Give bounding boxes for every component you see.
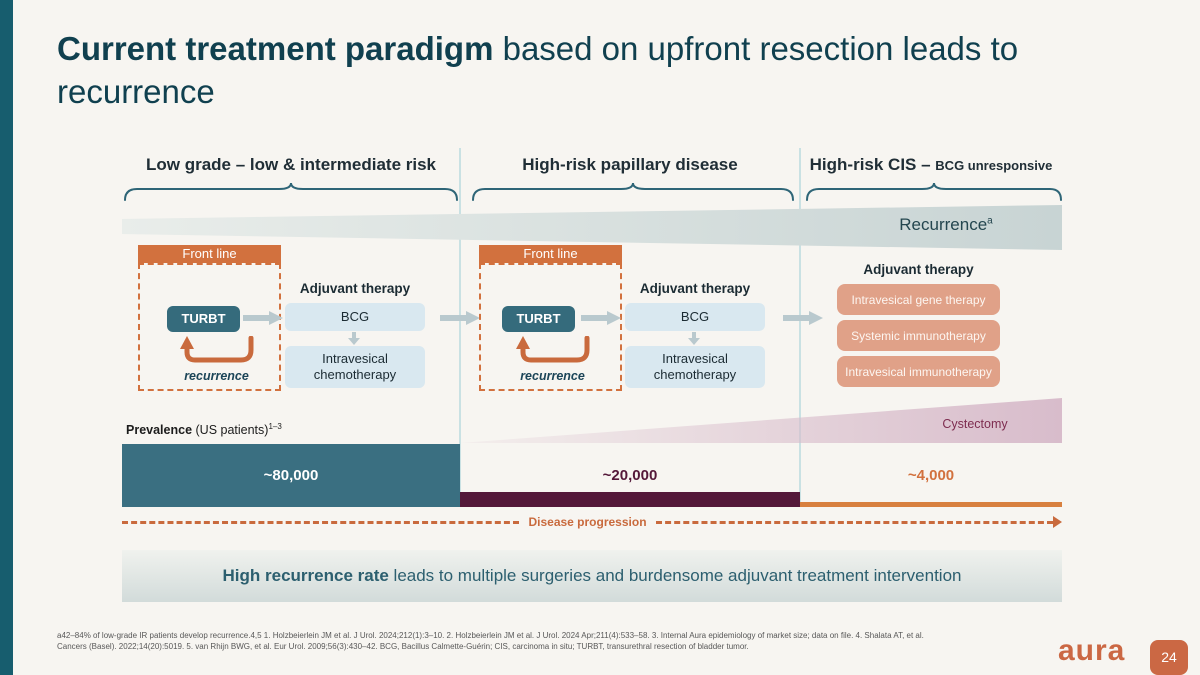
column-2-header: High-risk papillary disease xyxy=(522,155,738,174)
dashed-line-right xyxy=(655,521,1053,524)
down-arrow-icon xyxy=(688,332,700,345)
front-line-dashed-box-1 xyxy=(138,263,281,391)
prevalence-bar-2 xyxy=(460,492,800,507)
overbrace-column-1 xyxy=(124,182,458,201)
flow-arrow-icon xyxy=(783,311,823,325)
front-line-bar-2: Front line xyxy=(479,245,622,263)
cystectomy-label: Cystectomy xyxy=(942,417,1008,431)
therapy-box-systemic: Systemic immunotherapy xyxy=(837,320,1000,351)
therapy-box-immuno: Intravesical immunotherapy xyxy=(837,356,1000,387)
disease-progression-arrow: Disease progression xyxy=(122,515,1062,529)
column-3-header: High-risk CIS – BCG unresponsive xyxy=(800,155,1062,175)
slide-title-rest: based on upfront resection leads to recu… xyxy=(57,30,1019,110)
flow-arrow-icon xyxy=(243,311,283,325)
prevalence-bar-1 xyxy=(122,444,460,507)
column-3-header-sub: BCG unresponsive xyxy=(935,158,1053,173)
therapy-box-chemo-1: Intravesical chemotherapy xyxy=(285,346,425,388)
prevalence-label-sup: 1–3 xyxy=(268,422,282,431)
banner-bold: High recurrence rate xyxy=(222,566,389,585)
adjuvant-label-1: Adjuvant therapy xyxy=(299,281,411,296)
column-1-header: Low grade – low & intermediate risk xyxy=(145,155,437,174)
prevalence-value-3: ~4,000 xyxy=(907,467,955,484)
therapy-box-bcg-1: BCG xyxy=(285,303,425,331)
dashed-line-left xyxy=(122,521,520,524)
recurrence-label-1: recurrence xyxy=(184,369,249,383)
down-arrow-icon xyxy=(348,332,360,345)
footnote-line-2: Cancers (Basel). 2022;14(20):5019. 5. va… xyxy=(57,642,749,651)
page-number-badge: 24 xyxy=(1150,640,1188,675)
prevalence-label: Prevalence (US patients)1–3 xyxy=(126,422,282,437)
recurrence-band-text: Recurrence xyxy=(899,215,988,234)
adjuvant-label-3: Adjuvant therapy xyxy=(863,262,974,277)
recurrence-loop-icon-1 xyxy=(180,336,254,363)
front-line-dashed-box-2 xyxy=(479,263,622,391)
arrowhead-icon xyxy=(1053,516,1062,528)
therapy-box-chemo-2: Intravesical chemotherapy xyxy=(625,346,765,388)
prevalence-label-bold: Prevalence xyxy=(126,423,193,438)
prevalence-bar-3 xyxy=(800,502,1062,507)
turbt-box-1: TURBT xyxy=(167,306,240,332)
footnote-line-1: a42–84% of low-grade IR patients develop… xyxy=(57,631,924,640)
prevalence-value-2: ~20,000 xyxy=(602,467,658,484)
footnotes: a42–84% of low-grade IR patients develop… xyxy=(57,630,1057,652)
column-3-header-main: High-risk CIS – xyxy=(809,155,936,174)
adjuvant-label-2: Adjuvant therapy xyxy=(639,281,751,296)
recurrence-label-2: recurrence xyxy=(520,369,585,383)
turbt-box-2: TURBT xyxy=(502,306,575,332)
recurrence-loop-icon-2 xyxy=(516,336,590,363)
recurrence-band-label: Recurrencea xyxy=(830,215,1062,235)
column-divider-2 xyxy=(799,148,801,507)
flow-arrow-icon xyxy=(581,311,621,325)
slide-title-bold: Current treatment paradigm xyxy=(57,30,494,67)
cystectomy-wedge xyxy=(460,398,1062,443)
front-line-bar-1: Front line xyxy=(138,245,281,263)
therapy-box-gene: Intravesical gene therapy xyxy=(837,284,1000,315)
aura-logo: aura xyxy=(1058,634,1126,667)
recurrence-wedge xyxy=(122,205,1062,250)
column-divider-1 xyxy=(459,148,461,507)
flow-arrow-icon xyxy=(440,311,480,325)
recurrence-band-sup: a xyxy=(987,215,993,227)
overbrace-column-2 xyxy=(472,182,794,201)
disease-progression-label: Disease progression xyxy=(528,515,647,529)
overbrace-column-3 xyxy=(806,182,1062,201)
key-message-banner: High recurrence rate leads to multiple s… xyxy=(122,550,1062,602)
prevalence-value-1: ~80,000 xyxy=(263,467,319,484)
slide-title: Current treatment paradigm based on upfr… xyxy=(57,28,1147,114)
banner-rest: leads to multiple surgeries and burdenso… xyxy=(388,566,962,585)
prevalence-label-normal: (US patients) xyxy=(192,423,269,438)
left-accent-bar xyxy=(0,0,13,675)
therapy-box-bcg-2: BCG xyxy=(625,303,765,331)
